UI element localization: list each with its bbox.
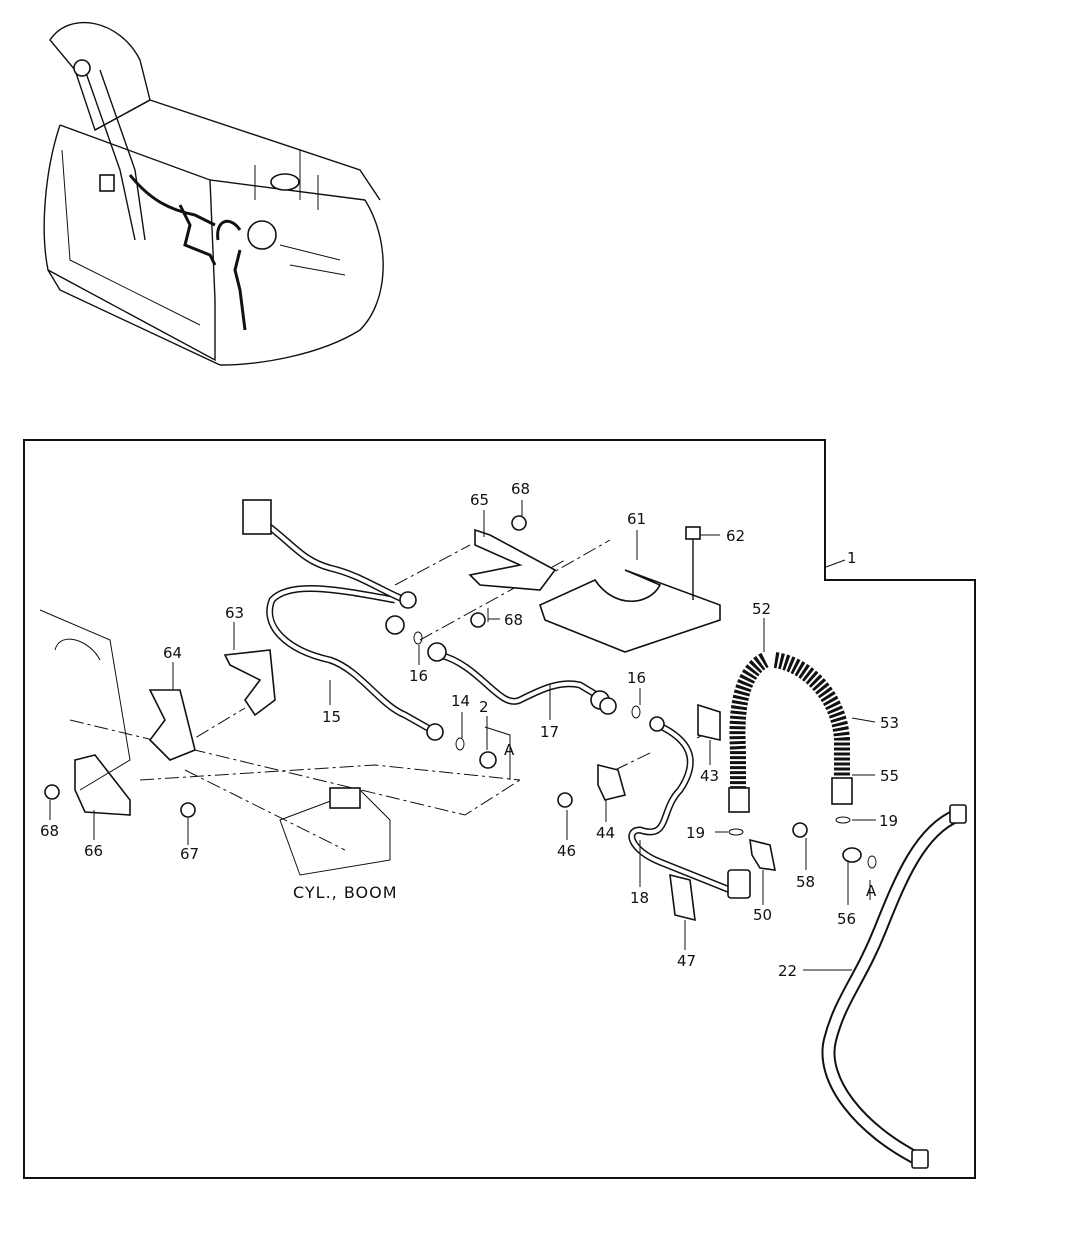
callout-68-mid: 68 <box>504 611 523 629</box>
callout-19-left: 19 <box>686 824 705 842</box>
callout-19-right: 19 <box>879 812 898 830</box>
callout-1: 1 <box>847 549 857 567</box>
spring-hose-right <box>773 652 850 780</box>
marker-A-right: A <box>866 882 877 900</box>
callout-15: 15 <box>322 708 341 726</box>
plate-61 <box>539 569 721 653</box>
label-leaders <box>49 500 876 971</box>
clamp-63 <box>223 649 276 717</box>
callout-66: 66 <box>84 842 103 860</box>
boom-cylinder-sketch <box>39 609 391 876</box>
callout-17: 17 <box>540 723 559 741</box>
callout-68-left: 68 <box>40 822 59 840</box>
bracket-66 <box>74 754 131 816</box>
callout-16-right: 16 <box>627 669 646 687</box>
callout-16-left: 16 <box>409 667 428 685</box>
callout-22: 22 <box>778 962 797 980</box>
tube-15 <box>266 584 437 736</box>
clip-50 <box>749 838 777 871</box>
callout-52: 52 <box>752 600 771 618</box>
callout-14: 14 <box>451 692 470 710</box>
caption-boom-cylinder: CYL., BOOM <box>293 883 398 902</box>
callout-61: 61 <box>627 510 646 528</box>
callout-67: 67 <box>180 845 199 863</box>
callout-64: 64 <box>163 644 182 662</box>
callout-44: 44 <box>596 824 615 842</box>
machine-overview-sketch <box>43 21 384 366</box>
spring-hose-left <box>729 652 770 790</box>
callout-18: 18 <box>630 889 649 907</box>
clip-44 <box>597 763 626 801</box>
callout-58: 58 <box>796 873 815 891</box>
callout-46: 46 <box>557 842 576 860</box>
callout-53: 53 <box>880 714 899 732</box>
hose-end-fitting <box>242 499 272 535</box>
callout-47: 47 <box>677 952 696 970</box>
callout-63: 63 <box>225 604 244 622</box>
callout-65: 65 <box>470 491 489 509</box>
callout-2: 2 <box>479 698 489 716</box>
fasteners <box>44 515 862 863</box>
tube-18 <box>628 721 732 894</box>
callout-43: 43 <box>700 767 719 785</box>
callout-62: 62 <box>726 527 745 545</box>
bracket-43 <box>697 703 721 742</box>
assembly-frame <box>23 439 976 1179</box>
callout-55: 55 <box>880 767 899 785</box>
marker-A-left: A <box>504 741 515 759</box>
clamp-64 <box>148 689 196 761</box>
bracket-65 <box>468 528 557 591</box>
callout-68-top: 68 <box>511 480 530 498</box>
callout-50: 50 <box>753 906 772 924</box>
clip-47 <box>669 873 696 922</box>
o-rings <box>413 631 877 869</box>
callout-56: 56 <box>837 910 856 928</box>
